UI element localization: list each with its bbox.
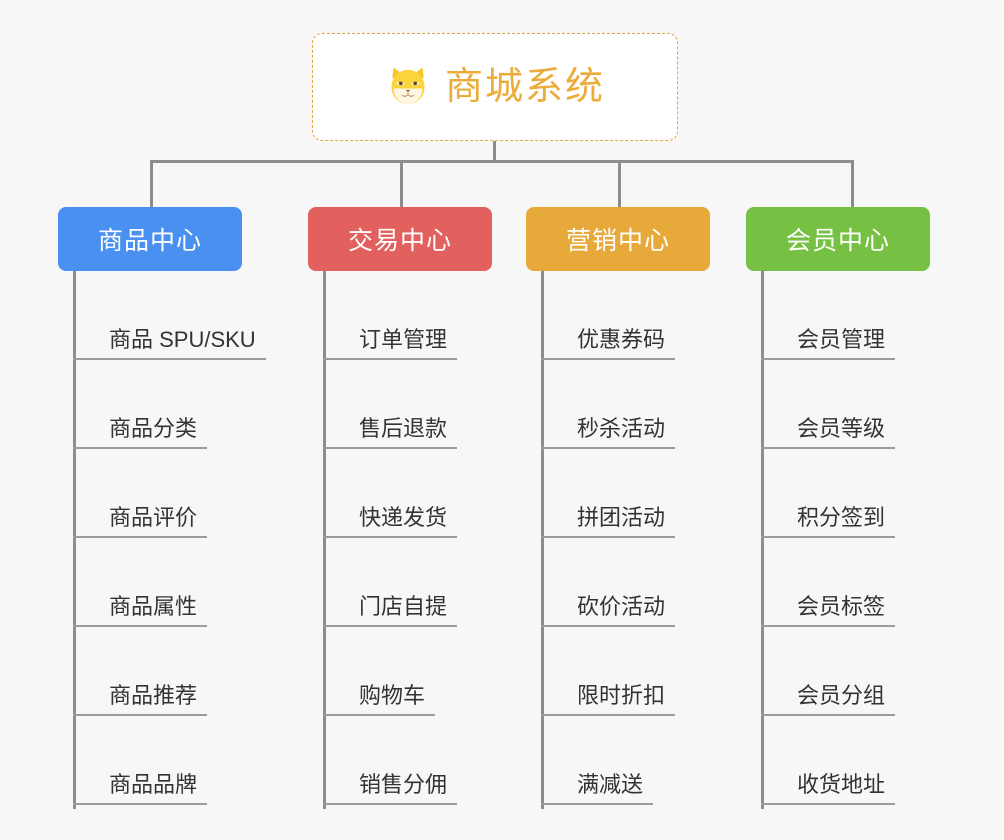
branch-spine-3 <box>541 271 544 809</box>
leaf-item[interactable]: 商品属性 <box>72 538 208 628</box>
shiba-dog-emoji <box>391 67 425 105</box>
leaf-label: 门店自提 <box>322 594 458 628</box>
branch-spine-2 <box>323 271 326 809</box>
leaf-item[interactable]: 砍价活动 <box>540 538 676 628</box>
leaf-item[interactable]: 门店自提 <box>322 538 458 628</box>
root-node[interactable]: 商城系统 <box>312 33 678 141</box>
leaf-label: 销售分佣 <box>322 772 458 806</box>
leaf-label: 秒杀活动 <box>540 416 676 450</box>
leaf-item[interactable]: 售后退款 <box>322 360 458 450</box>
connector-drop-1 <box>150 160 153 207</box>
leaf-label: 积分签到 <box>760 505 896 539</box>
leaf-label: 满减送 <box>540 772 654 806</box>
leaf-label: 售后退款 <box>322 416 458 450</box>
category-box-2[interactable]: 交易中心 <box>308 207 492 271</box>
leaf-label: 购物车 <box>322 683 436 717</box>
leaf-label: 快递发货 <box>322 505 458 539</box>
connector-drop-3 <box>618 160 621 207</box>
connector-drop-4 <box>851 160 854 207</box>
leaf-label: 商品属性 <box>72 594 208 628</box>
leaf-item[interactable]: 限时折扣 <box>540 627 676 717</box>
leaf-item[interactable]: 优惠券码 <box>540 271 676 361</box>
connector-root-stem <box>493 141 496 162</box>
leaf-label: 商品评价 <box>72 505 208 539</box>
leaf-label: 会员标签 <box>760 594 896 628</box>
leaf-item[interactable]: 快递发货 <box>322 449 458 539</box>
leaf-item[interactable]: 收货地址 <box>760 716 896 806</box>
category-title-2: 交易中心 <box>347 227 452 255</box>
leaf-item[interactable]: 商品评价 <box>72 449 208 539</box>
leaf-item[interactable]: 会员标签 <box>760 538 896 628</box>
leaf-label: 限时折扣 <box>540 683 676 717</box>
root-title: 商城系统 <box>444 66 605 108</box>
connector-horizontal-bar <box>150 160 854 163</box>
category-box-3[interactable]: 营销中心 <box>526 207 710 271</box>
leaf-item[interactable]: 销售分佣 <box>322 716 458 806</box>
leaf-label: 会员等级 <box>760 416 896 450</box>
leaf-label: 收货地址 <box>760 772 896 806</box>
leaf-item[interactable]: 秒杀活动 <box>540 360 676 450</box>
leaf-item[interactable]: 拼团活动 <box>540 449 676 539</box>
category-title-1: 商品中心 <box>97 227 202 255</box>
leaf-item[interactable]: 商品 SPU/SKU <box>73 271 266 361</box>
leaf-item[interactable]: 会员管理 <box>760 271 896 361</box>
leaf-label: 砍价活动 <box>540 594 676 628</box>
category-box-1[interactable]: 商品中心 <box>58 207 242 271</box>
leaf-label: 商品分类 <box>72 416 208 450</box>
leaf-label: 商品推荐 <box>72 683 208 717</box>
leaf-item[interactable]: 购物车 <box>322 627 436 717</box>
branch-spine-1 <box>73 271 76 809</box>
leaf-label: 会员分组 <box>760 683 896 717</box>
category-title-3: 营销中心 <box>565 227 670 255</box>
leaf-item[interactable]: 订单管理 <box>322 271 458 361</box>
leaf-item[interactable]: 商品推荐 <box>72 627 208 717</box>
leaf-item[interactable]: 会员等级 <box>760 360 896 450</box>
leaf-label: 会员管理 <box>760 327 896 361</box>
connector-drop-2 <box>400 160 403 207</box>
leaf-label: 订单管理 <box>322 327 458 361</box>
category-box-4[interactable]: 会员中心 <box>746 207 930 271</box>
branch-spine-4 <box>761 271 764 809</box>
leaf-item[interactable]: 商品品牌 <box>72 716 208 806</box>
leaf-label: 拼团活动 <box>540 505 676 539</box>
leaf-item[interactable]: 商品分类 <box>72 360 208 450</box>
category-title-4: 会员中心 <box>785 227 890 255</box>
leaf-item[interactable]: 满减送 <box>540 716 654 806</box>
leaf-item[interactable]: 积分签到 <box>760 449 896 539</box>
leaf-label: 商品品牌 <box>72 772 208 806</box>
leaf-label: 优惠券码 <box>540 327 676 361</box>
leaf-label: 商品 SPU/SKU <box>73 327 266 361</box>
leaf-item[interactable]: 会员分组 <box>760 627 896 717</box>
